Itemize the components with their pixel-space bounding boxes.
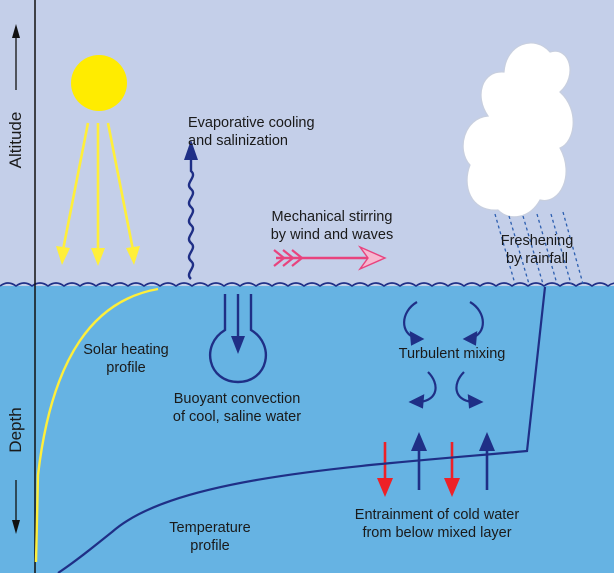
rain-cloud-icon <box>462 42 574 218</box>
turbulent-mixing-label: Turbulent mixing <box>398 346 506 362</box>
wind-stirring-arrow <box>273 245 387 271</box>
turbulent-mixing-curls <box>403 301 484 409</box>
evaporation-wavy-arrow <box>187 145 195 280</box>
sun-icon <box>71 55 127 111</box>
altitude-arrowhead <box>12 24 20 38</box>
evaporation-arrowhead <box>184 140 198 160</box>
sun-rays <box>56 122 140 266</box>
altitude-axis-label: Altitude <box>6 111 25 169</box>
depth-axis-label: Depth <box>6 407 25 453</box>
depth-arrowhead <box>12 520 20 534</box>
temperature-profile-curve <box>57 286 547 573</box>
water-surface-waves <box>0 282 614 287</box>
buoyant-convection-arrow <box>208 294 268 384</box>
ocean-background <box>0 286 614 573</box>
rainfall-streaks <box>494 211 584 285</box>
buoyant-convection-arrowhead <box>231 336 245 354</box>
solar-heating-profile-curve <box>34 287 159 563</box>
